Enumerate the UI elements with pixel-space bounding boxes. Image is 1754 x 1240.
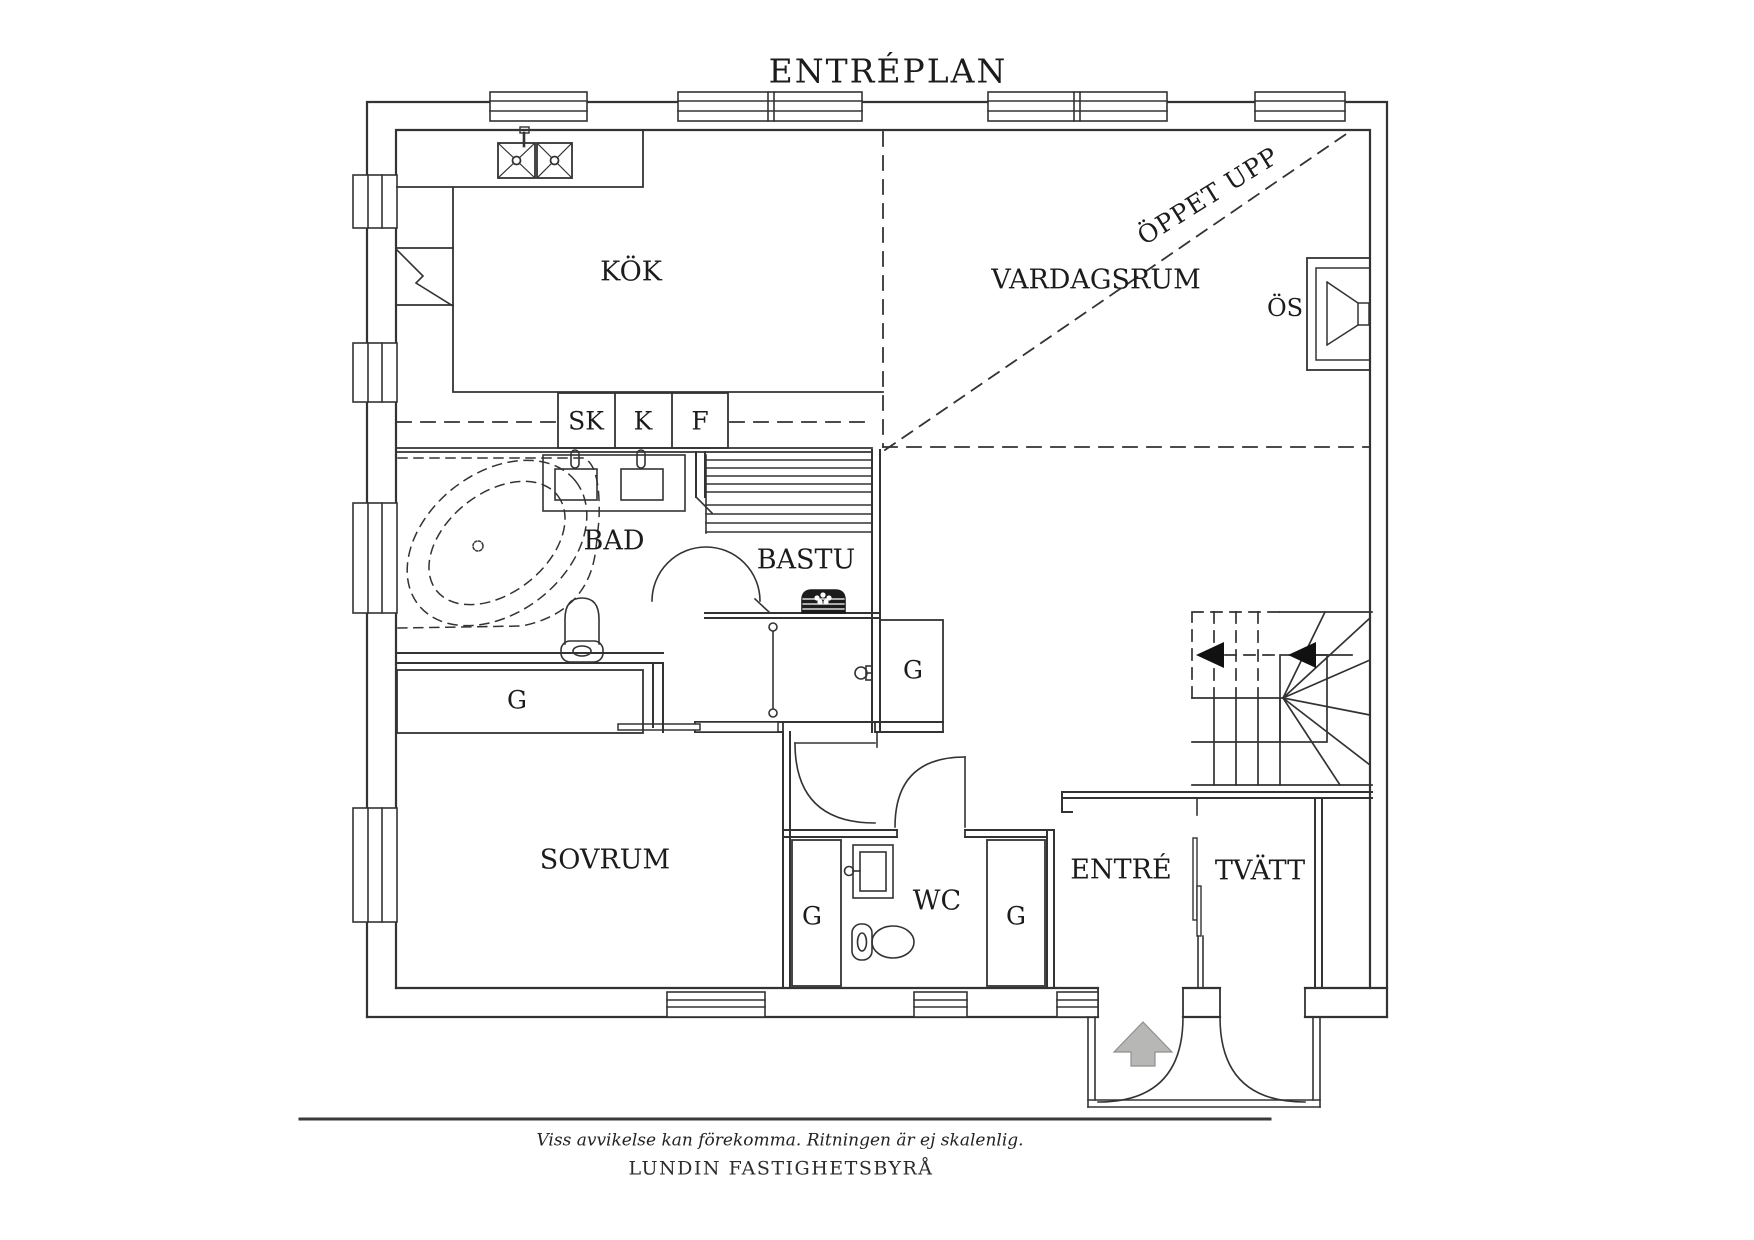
closet-label-sk: SK	[568, 406, 604, 436]
closet-label-f: F	[691, 406, 709, 436]
room-label-entre: ENTRÉ	[1070, 854, 1172, 886]
windows-bottom	[666, 991, 1099, 1018]
closet-label-g-sovrum: G	[507, 685, 527, 715]
room-label-vardagsrum: VARDAGSRUM	[991, 264, 1201, 296]
shower-fittings	[617, 619, 944, 824]
windows-top	[489, 91, 1346, 122]
kitchen-fittings	[395, 126, 884, 393]
room-label-os: ÖS	[1266, 294, 1304, 322]
sauna-fittings	[704, 449, 881, 733]
closet-label-g-dusch: G	[903, 655, 923, 685]
hall-closets	[396, 392, 873, 453]
closet-label-g-wc-right: G	[1006, 901, 1026, 931]
bedroom-walls	[395, 652, 791, 989]
closet-label-g-wc-left: G	[802, 901, 822, 931]
entre-tvatt-walls	[1192, 797, 1323, 989]
staircase	[1061, 610, 1373, 813]
footer-disclaimer: Viss avvikelse kan förekomma. Ritningen …	[536, 1130, 1024, 1151]
fireplace	[1306, 257, 1371, 371]
page-title: ENTRÉPLAN	[768, 51, 1008, 91]
closet-label-k: K	[633, 406, 653, 436]
dashed-lines	[396, 128, 1371, 452]
room-label-sovrum: SOVRUM	[539, 844, 671, 876]
bathroom-fittings	[397, 449, 771, 663]
porch	[1087, 1016, 1321, 1108]
room-label-wc: WC	[912, 885, 962, 917]
windows-left	[352, 174, 398, 923]
entry-arrow	[1112, 1021, 1174, 1067]
room-label-tvatt: TVÄTT	[1214, 855, 1306, 887]
footer-brand: LUNDIN FASTIGHETSBYRÅ	[628, 1157, 934, 1180]
room-label-bad: BAD	[583, 525, 645, 557]
wc-block	[782, 756, 1055, 989]
room-label-bastu: BASTU	[756, 544, 856, 576]
room-label-kok: KÖK	[600, 256, 662, 288]
